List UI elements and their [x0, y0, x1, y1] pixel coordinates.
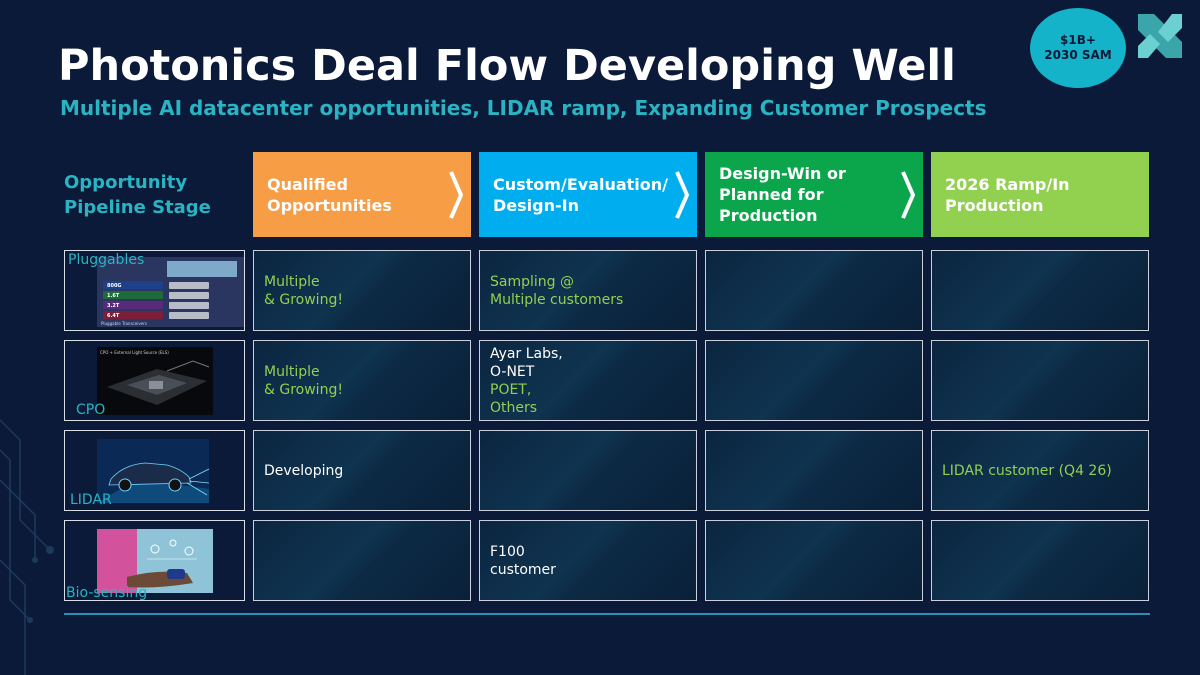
chevron-right-icon	[901, 171, 915, 219]
pipeline-stage-label-line1: Opportunity	[64, 172, 188, 193]
pipeline-stage-label: Opportunity Pipeline Stage	[64, 170, 244, 220]
lidar-car-image	[97, 439, 209, 503]
stage-label-line: Production	[719, 206, 818, 225]
pluggables-image-speed-label: 800G	[107, 283, 122, 289]
cell-text: Others	[490, 399, 538, 416]
cell-text: Ayar Labs,	[490, 345, 563, 362]
cell-text: LIDAR customer (Q4 26)	[942, 462, 1112, 479]
pluggables-image-cell: 800G 1.6T 3.2T 6.4T Pluggable Transceive…	[64, 250, 245, 331]
pluggables-image: 800G 1.6T 3.2T 6.4T Pluggable Transceive…	[97, 257, 244, 327]
cell-bio-qualified	[253, 520, 471, 601]
stage-label: Qualified Opportunities	[267, 174, 392, 216]
pluggables-image-speed-label: 6.4T	[107, 313, 120, 319]
stage-label-line: Planned for	[719, 185, 824, 204]
chevron-right-icon	[449, 171, 463, 219]
cell-text: customer	[490, 561, 556, 578]
stage-ramp-production: 2026 Ramp/In Production	[931, 152, 1149, 237]
lidar-image-cell	[64, 430, 245, 511]
cell-lidar-design-win	[705, 430, 923, 511]
page-subtitle: Multiple AI datacenter opportunities, LI…	[60, 96, 987, 120]
stage-custom-evaluation: Custom/Evaluation/ Design-In	[479, 152, 697, 237]
cell-bio-design-win	[705, 520, 923, 601]
cell-pluggables-custom: Sampling @ Multiple customers	[479, 250, 697, 331]
chevron-right-icon	[675, 171, 689, 219]
stage-design-win: Design-Win or Planned for Production	[705, 152, 923, 237]
sam-badge: $1B+ 2030 SAM	[1030, 8, 1126, 88]
stage-label: Design-Win or Planned for Production	[719, 163, 846, 226]
page-title: Photonics Deal Flow Developing Well	[58, 41, 956, 91]
stage-label: 2026 Ramp/In Production	[945, 174, 1070, 216]
x-logo-icon	[1138, 14, 1182, 58]
cell-lidar-qualified: Developing	[253, 430, 471, 511]
cell-pluggables-design-win	[705, 250, 923, 331]
pluggables-image-speed-label: 1.6T	[107, 293, 120, 299]
pluggables-image-speed-label: 3.2T	[107, 303, 120, 309]
row-label-lidar: LIDAR	[70, 492, 112, 508]
bio-sensing-image	[97, 529, 213, 593]
cell-cpo-qualified: Multiple & Growing!	[253, 340, 471, 421]
cell-text: Developing	[264, 462, 344, 479]
row-label-cpo: CPO	[76, 402, 106, 418]
cell-pluggables-qualified: Multiple & Growing!	[253, 250, 471, 331]
pluggables-image-caption: Pluggable Transceivers	[101, 321, 147, 326]
stage-label-line: Design-Win or	[719, 164, 846, 183]
stage-label-line: Opportunities	[267, 195, 392, 215]
cell-text: Multiple	[264, 363, 320, 380]
cell-text: F100	[490, 543, 525, 560]
cell-lidar-ramp: LIDAR customer (Q4 26)	[931, 430, 1149, 511]
cpo-image-caption: CPO + External Light Source (ELS)	[100, 350, 169, 355]
cell-bio-custom: F100 customer	[479, 520, 697, 601]
cell-text: POET,	[490, 381, 532, 398]
stage-label-line: Qualified	[267, 174, 348, 194]
cell-text: Sampling @	[490, 273, 574, 290]
cell-cpo-design-win	[705, 340, 923, 421]
cell-text: Multiple customers	[490, 291, 624, 308]
row-label-pluggables: Pluggables	[68, 252, 145, 268]
stage-label: Custom/Evaluation/ Design-In	[493, 174, 668, 216]
stage-qualified-opportunities: Qualified Opportunities	[253, 152, 471, 237]
cell-text: & Growing!	[264, 381, 343, 398]
stage-label-line: Production	[945, 195, 1044, 215]
stage-label-line: Custom/Evaluation/	[493, 174, 668, 194]
cell-text: Multiple	[264, 273, 320, 290]
bio-sensing-image-cell	[64, 520, 245, 601]
cell-cpo-custom: Ayar Labs, O-NET POET, Others	[479, 340, 697, 421]
pipeline-stage-label-line2: Pipeline Stage	[64, 197, 211, 218]
cpo-image-cell: CPO + External Light Source (ELS)	[64, 340, 245, 421]
stage-label-line: 2026 Ramp/In	[945, 174, 1070, 194]
cell-pluggables-ramp	[931, 250, 1149, 331]
sam-badge-value: $1B+	[1060, 33, 1096, 47]
stage-label-line: Design-In	[493, 195, 579, 215]
cell-cpo-ramp	[931, 340, 1149, 421]
cell-bio-ramp	[931, 520, 1149, 601]
cell-text: & Growing!	[264, 291, 343, 308]
footer-divider	[64, 613, 1150, 615]
cpo-image: CPO + External Light Source (ELS)	[97, 347, 213, 415]
sam-badge-label: 2030 SAM	[1044, 48, 1112, 62]
cell-text: O-NET	[490, 363, 535, 380]
row-label-bio-sensing: Bio-sensing	[66, 585, 148, 601]
cell-lidar-custom	[479, 430, 697, 511]
